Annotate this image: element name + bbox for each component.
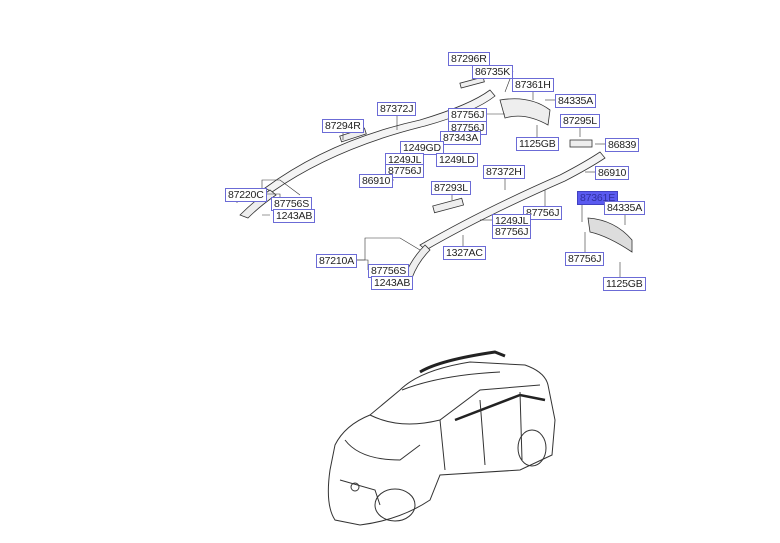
part-label-1243ab[interactable]: 1243AB [371, 276, 414, 290]
end-cap-87361h [499, 98, 551, 126]
part-label-87756j[interactable]: 87756J [565, 252, 605, 266]
part-label-86735k[interactable]: 86735K [472, 65, 514, 79]
part-label-87756j[interactable]: 87756J [523, 206, 563, 220]
part-label-87296r[interactable]: 87296R [448, 52, 490, 66]
part-label-1249ld[interactable]: 1249LD [436, 153, 478, 167]
part-label-87293l[interactable]: 87293L [431, 181, 471, 195]
part-label-86839[interactable]: 86839 [605, 138, 640, 152]
part-label-87294r[interactable]: 87294R [322, 119, 364, 133]
part-label-87756j[interactable]: 87756J [492, 225, 532, 239]
part-label-1125gb[interactable]: 1125GB [516, 137, 559, 151]
part-label-87756s[interactable]: 87756S [368, 264, 410, 278]
part-label-1327ac[interactable]: 1327AC [443, 246, 486, 260]
part-label-84335a[interactable]: 84335A [604, 201, 646, 215]
part-label-87756j[interactable]: 87756J [448, 108, 488, 122]
part-label-87756j[interactable]: 87756J [385, 164, 425, 178]
part-label-84335a[interactable]: 84335A [555, 94, 597, 108]
part-label-87372h[interactable]: 87372H [483, 165, 525, 179]
part-label-1125gb[interactable]: 1125GB [603, 277, 646, 291]
part-label-86910[interactable]: 86910 [359, 174, 394, 188]
part-label-87295l[interactable]: 87295L [560, 114, 600, 128]
part-label-87343a[interactable]: 87343A [440, 131, 482, 145]
part-label-86910[interactable]: 86910 [595, 166, 630, 180]
leader-lines [236, 70, 626, 277]
part-label-87220c[interactable]: 87220C [225, 188, 267, 202]
part-label-87372j[interactable]: 87372J [377, 102, 417, 116]
part-label-1243ab[interactable]: 1243AB [273, 209, 316, 223]
part-label-87361h[interactable]: 87361H [512, 78, 554, 92]
part-label-1249gd[interactable]: 1249GD [400, 141, 444, 155]
part-label-87210a[interactable]: 87210A [316, 254, 358, 268]
vehicle-illustration [327, 350, 556, 526]
end-cap-87361e [587, 217, 633, 253]
